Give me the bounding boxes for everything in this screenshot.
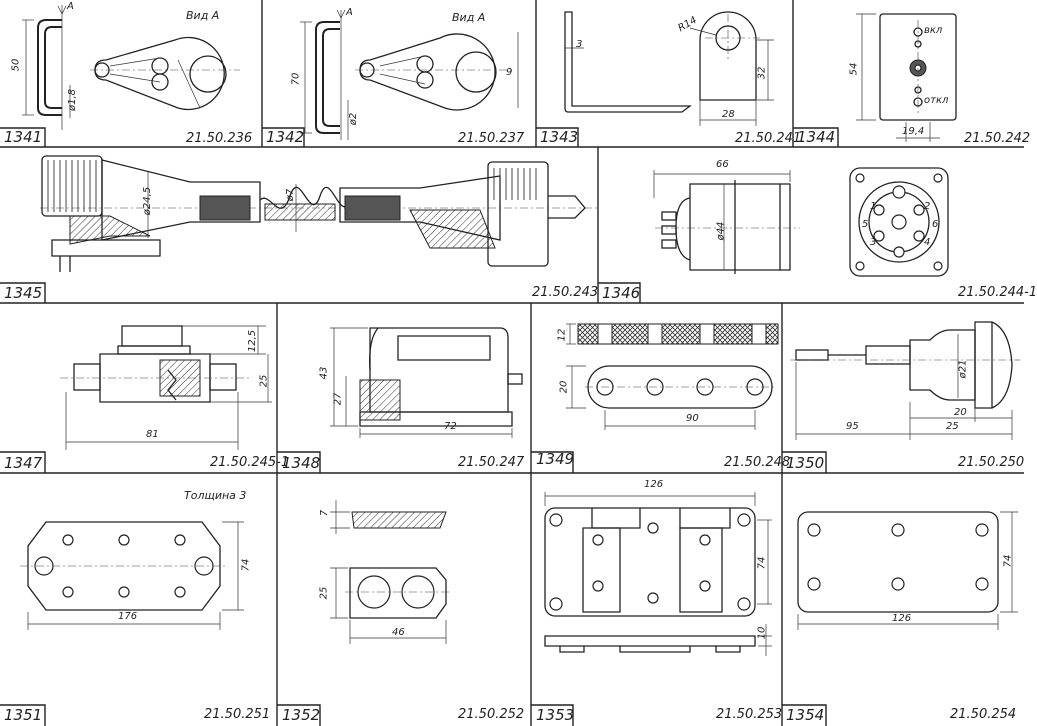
part-1346-drawing <box>653 167 949 277</box>
part-number: 1346 <box>602 284 641 302</box>
part-1341-drawing <box>22 5 240 130</box>
dimension-label: 12,5 <box>247 329 259 353</box>
view-label: Вид А <box>186 9 220 22</box>
dimension-label: 32 <box>756 66 768 80</box>
part-1351-drawing <box>20 521 244 630</box>
catalog-code: 21.50.243 <box>532 285 599 300</box>
dimension-label: ø7 <box>285 188 297 202</box>
dimension-label: 46 <box>392 627 405 638</box>
dimension-label: 12 <box>556 328 568 342</box>
dimension-label: 19,4 <box>902 126 925 137</box>
dimension-label: 20 <box>954 407 967 418</box>
dimension-label: 3 <box>576 39 583 50</box>
dimension-label: 9 <box>506 67 513 78</box>
catalog-code: 21.50.253 <box>716 707 783 722</box>
dimension-label: 81 <box>146 429 159 440</box>
part-1352-drawing <box>330 500 450 644</box>
part-number: 1342 <box>266 128 305 146</box>
catalog-code: 21.50.254 <box>950 707 1017 722</box>
catalog-code: 21.50.244-1 <box>958 285 1037 300</box>
part-1349-drawing <box>566 323 779 430</box>
pin-label: 2 <box>924 201 931 212</box>
catalog-code: 21.50.247 <box>458 455 525 470</box>
dimension-label: A <box>346 7 353 18</box>
dimension-label: 50 <box>10 58 22 72</box>
dimension-label: 66 <box>716 159 729 170</box>
dimension-label: 70 <box>290 72 302 86</box>
part-1344-drawing <box>856 13 957 142</box>
pin-label: 5 <box>862 219 869 230</box>
dimension-label: ø2 <box>348 112 360 126</box>
dimension-label: 7 <box>319 509 331 517</box>
dimension-label: ø24,5 <box>142 186 154 216</box>
dimension-label: 25 <box>946 421 959 432</box>
dimension-label: 25 <box>318 586 330 600</box>
part-1342-drawing <box>300 9 519 140</box>
dimension-label: 54 <box>848 62 860 76</box>
dimension-label: ø21 <box>957 359 969 379</box>
part-number: 1352 <box>282 706 321 724</box>
catalog-code: 21.50.248 <box>724 455 791 470</box>
part-1350-drawing <box>790 321 1020 440</box>
dimension-label: 74 <box>240 558 252 572</box>
pin-label: 4 <box>924 237 931 248</box>
dimension-label: 74 <box>1002 554 1014 568</box>
part-1354-drawing <box>797 511 1018 630</box>
catalog-code: 21.50.245-1 <box>210 455 290 470</box>
switch-label: вкл <box>924 25 943 36</box>
dimension-label: 10 <box>756 626 768 640</box>
part-1353-drawing <box>544 492 772 656</box>
switch-label: откл <box>924 95 949 106</box>
part-1343-drawing <box>564 11 774 126</box>
pin-label: 3 <box>870 237 877 248</box>
dimension-label: 25 <box>258 374 270 388</box>
dimension-label: 20 <box>558 380 570 394</box>
dimension-label: 72 <box>444 421 457 432</box>
part-number: 1353 <box>536 706 575 724</box>
dimension-label: 27 <box>332 392 344 406</box>
catalog-code: 21.50.242 <box>964 131 1031 146</box>
view-label: Вид А <box>452 11 486 24</box>
part-number: 1341 <box>4 128 43 146</box>
dimension-label: A <box>67 1 74 12</box>
dimension-label: 176 <box>118 611 138 622</box>
part-1345-drawing <box>40 155 600 272</box>
part-number: 1350 <box>786 454 825 472</box>
catalog-code: 21.50.241 <box>735 131 802 146</box>
dimension-label: 28 <box>722 109 735 120</box>
dimension-label: 126 <box>892 613 912 624</box>
catalog-code: 21.50.250 <box>958 455 1025 470</box>
part-number: 1351 <box>4 706 43 724</box>
dimension-label: 74 <box>756 556 768 570</box>
dimension-label: ø44 <box>715 221 727 241</box>
pin-label: 6 <box>932 219 939 230</box>
dimension-label: 95 <box>846 421 859 432</box>
thickness-note: Толщина 3 <box>184 489 247 502</box>
part-number: 1354 <box>786 706 825 724</box>
part-number: 1345 <box>4 284 43 302</box>
catalog-code: 21.50.252 <box>458 707 525 722</box>
dimension-label: 126 <box>644 479 664 490</box>
dimension-label: ø1,8 <box>67 88 79 112</box>
part-number: 1347 <box>4 454 43 472</box>
part-number: 1349 <box>536 450 575 468</box>
catalog-code: 21.50.251 <box>204 707 271 722</box>
part-number: 1343 <box>540 128 579 146</box>
part-1347-drawing <box>60 325 272 450</box>
catalog-code: 21.50.237 <box>458 131 525 146</box>
part-number: 1348 <box>282 454 321 472</box>
pin-label: 1 <box>870 201 877 212</box>
dimension-label: 43 <box>318 366 330 380</box>
part-number: 1344 <box>797 128 836 146</box>
part-1348-drawing <box>330 327 523 438</box>
catalog-code: 21.50.236 <box>186 131 253 146</box>
dimension-label: 90 <box>686 413 699 424</box>
